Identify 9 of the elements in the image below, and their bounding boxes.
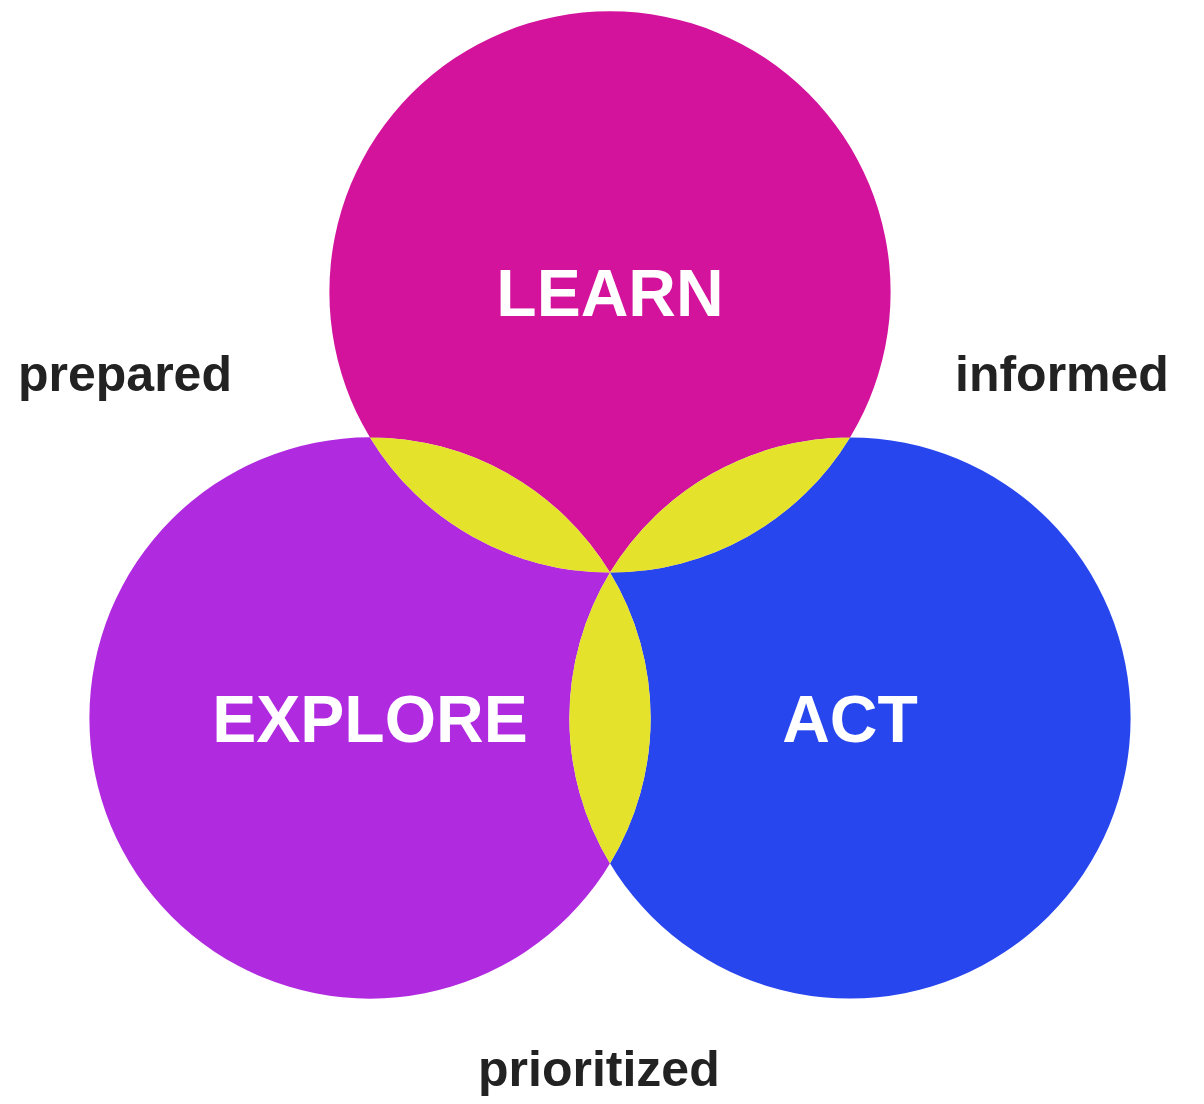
circle-label: LEARN — [496, 256, 724, 330]
overlap-region — [610, 437, 850, 573]
overlap-region — [370, 437, 610, 573]
outcome-label: prioritized — [478, 1040, 720, 1098]
circle-label: ACT — [782, 682, 918, 756]
outcome-label: informed — [955, 345, 1169, 403]
overlap-region — [569, 572, 651, 864]
circle-label: EXPLORE — [212, 682, 528, 756]
outcome-label: prepared — [18, 345, 232, 403]
